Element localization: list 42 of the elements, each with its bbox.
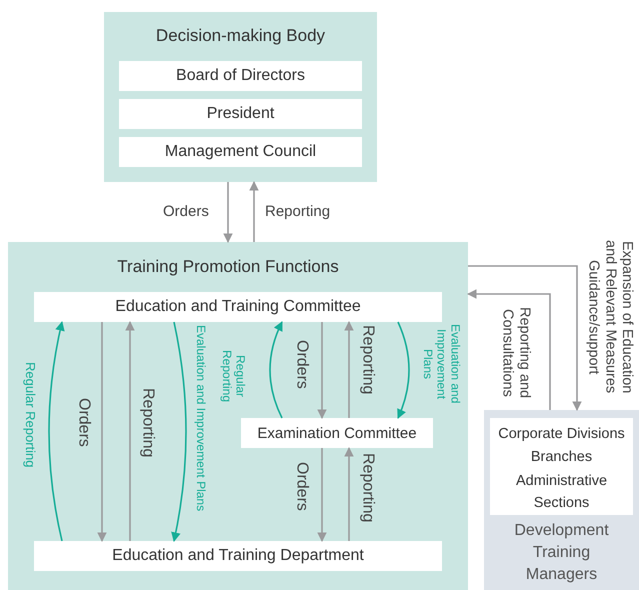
arrow — [269, 321, 283, 418]
process-box — [490, 418, 633, 515]
process-box — [119, 61, 362, 91]
arrow — [223, 182, 233, 243]
group-panel — [484, 410, 639, 590]
node-label: Education and Training Committee — [114, 297, 362, 317]
arrow — [48, 321, 65, 542]
node-label: Branches — [530, 448, 594, 467]
node-heading: Development Training Managers — [513, 521, 610, 585]
node-heading: Training Promotion Functions — [116, 257, 340, 277]
edge-label: Evaluation and Improvement Plans — [193, 325, 207, 512]
edge-label: Regular Reporting — [22, 362, 37, 468]
arrow — [125, 321, 135, 541]
group-panel — [8, 242, 468, 590]
process-box — [119, 99, 362, 129]
process-box — [119, 137, 362, 167]
node-label: Corporate Divisions — [497, 425, 626, 444]
arrow — [317, 448, 327, 542]
arrow — [468, 265, 582, 411]
node-label: Management Council — [164, 142, 318, 162]
arrow — [171, 322, 187, 542]
edge-label: Reporting — [358, 453, 376, 522]
arrow — [249, 181, 259, 242]
group-panel — [104, 12, 377, 182]
arrow — [467, 289, 551, 410]
arrow — [317, 322, 327, 419]
process-box — [34, 292, 442, 322]
arrow — [344, 321, 354, 418]
node-heading: Decision-making Body — [154, 26, 326, 46]
node-label: Examination Committee — [256, 424, 418, 444]
edge-label: Reporting — [138, 388, 156, 458]
arrow — [97, 322, 107, 542]
arrow — [344, 447, 354, 541]
edge-label: Reporting — [358, 325, 376, 394]
node-label: President — [206, 104, 276, 124]
node-label: Board of Directors — [175, 66, 306, 86]
process-box — [241, 418, 433, 448]
edge-label: Reporting — [265, 203, 330, 220]
arrow — [396, 322, 410, 419]
node-label: Education and Training Department — [111, 546, 365, 566]
node-label: Administrative Sections — [514, 472, 608, 513]
process-box — [34, 541, 442, 571]
